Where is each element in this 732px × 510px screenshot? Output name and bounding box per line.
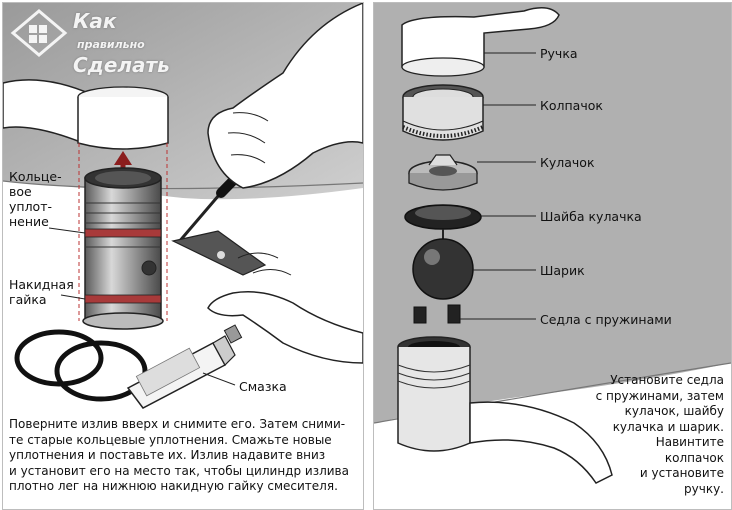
faucet-spout [469,401,613,484]
o-ring-lower [84,294,162,304]
old-o-ring-2 [54,340,148,402]
nut-label: Накидная гайка [9,277,74,307]
screwdriver-shaft [176,187,227,244]
site-logo-text: Как правильно Сделать [73,11,170,75]
part-label-handle: Ручка [540,46,578,61]
seat-left [413,306,427,324]
grease-label: Смазка [239,379,287,394]
part-label-cam-washer: Шайба кулачка [540,209,642,224]
part-label-seats: Седла с пружинами [540,312,672,327]
site-logo-icon [10,9,68,57]
exploded-faucet-illustration [374,3,731,484]
faucet-body [397,347,471,452]
logo-line1: Как [73,9,117,33]
part-label-cap: Колпачок [540,98,603,113]
logo-line3: Сделать [73,53,170,77]
ball-part [412,238,474,300]
upper-hand [207,3,363,189]
right-caption: Установите седла с пружинами, затем кула… [595,373,724,496]
o-ring-label: Кольце- вое уплот- нение [9,169,62,229]
left-panel: Как правильно Сделать Кольце- вое уплот-… [2,2,364,510]
seat-right [447,304,461,324]
lower-hand [207,291,363,364]
cap-part [402,97,484,141]
spout-removal-illustration [3,3,363,409]
logo-line2: правильно [77,38,145,51]
left-caption: Поверните излив вверх и снимите его. Зат… [9,417,349,493]
part-label-ball: Шарик [540,263,585,278]
part-label-cam: Кулачок [540,155,595,170]
o-ring-upper [84,228,162,238]
right-panel: Ручка Колпачок Кулачок Шайба кулачка Шар… [373,2,732,510]
